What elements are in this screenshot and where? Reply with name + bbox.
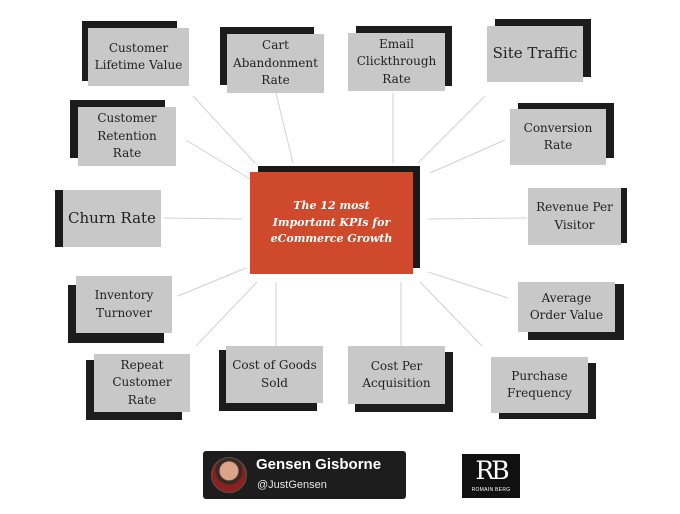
kpi-label: Cost Per Acquisition — [348, 346, 445, 404]
kpi-label: Cost of Goods Sold — [226, 346, 323, 403]
kpi-label: Repeat Customer Rate — [94, 354, 190, 412]
kpi-box-site-traffic: Site Traffic — [487, 19, 591, 84]
connector-line — [177, 267, 247, 297]
kpi-label: Customer Retention Rate — [78, 107, 176, 166]
kpi-box-conversion-rate: Conversion Rate — [510, 103, 614, 165]
connector-line — [417, 95, 486, 164]
kpi-box-purchase-frequency: Purchase Frequency — [491, 357, 596, 419]
kpi-box-email-clickthrough-rate: Email Clickthrough Rate — [348, 26, 452, 92]
kpi-label: Revenue Per Visitor — [528, 188, 621, 245]
kpi-box-customer-retention-rate: Customer Retention Rate — [70, 100, 176, 166]
kpi-box-cart-abandonment-rate: Cart Abandonment Rate — [220, 27, 324, 93]
center-title-box: The 12 most Important KPIs for eCommerce… — [250, 166, 420, 274]
kpi-label: Site Traffic — [487, 26, 583, 82]
kpi-box-repeat-customer-rate: Repeat Customer Rate — [86, 354, 190, 420]
connector-line — [419, 281, 483, 347]
kpi-label: Purchase Frequency — [491, 357, 588, 413]
kpi-label: Average Order Value — [518, 282, 615, 332]
connector-line — [429, 139, 506, 174]
author-card: Gensen Gisborne @JustGensen — [203, 451, 406, 499]
kpi-box-revenue-per-visitor: Revenue Per Visitor — [528, 188, 627, 245]
connector-line — [427, 217, 528, 220]
kpi-box-cost-of-goods-sold: Cost of Goods Sold — [219, 346, 323, 411]
author-name: Gensen Gisborne — [256, 456, 382, 473]
kpi-label: Email Clickthrough Rate — [348, 33, 445, 91]
kpi-box-average-order-value: Average Order Value — [518, 282, 624, 340]
brand-logo: RB ROMAIN BERG — [462, 454, 520, 498]
kpi-label: Churn Rate — [63, 190, 161, 247]
brand-logo-mark: RB — [475, 456, 509, 485]
connector-line — [163, 217, 243, 220]
center-title: The 12 most Important KPIs for eCommerce… — [250, 172, 413, 274]
author-handle: @JustGensen — [257, 479, 327, 491]
brand-logo-name: ROMAIN BERG — [471, 487, 511, 493]
connector-line — [192, 95, 256, 164]
connector-line — [275, 92, 294, 164]
kpi-box-cost-per-acquisition: Cost Per Acquisition — [348, 346, 453, 412]
author-avatar — [211, 457, 247, 493]
kpi-box-customer-lifetime-value: Customer Lifetime Value — [82, 21, 189, 88]
kpi-label: Customer Lifetime Value — [88, 28, 189, 86]
connector-line — [427, 271, 509, 299]
connector-line — [195, 281, 258, 347]
kpi-box-inventory-turnover: Inventory Turnover — [68, 276, 172, 343]
kpi-label: Cart Abandonment Rate — [227, 34, 324, 93]
kpi-label: Inventory Turnover — [76, 276, 172, 333]
kpi-label: Conversion Rate — [510, 109, 606, 165]
kpi-box-churn-rate: Churn Rate — [55, 190, 161, 247]
connector-line — [185, 139, 251, 180]
